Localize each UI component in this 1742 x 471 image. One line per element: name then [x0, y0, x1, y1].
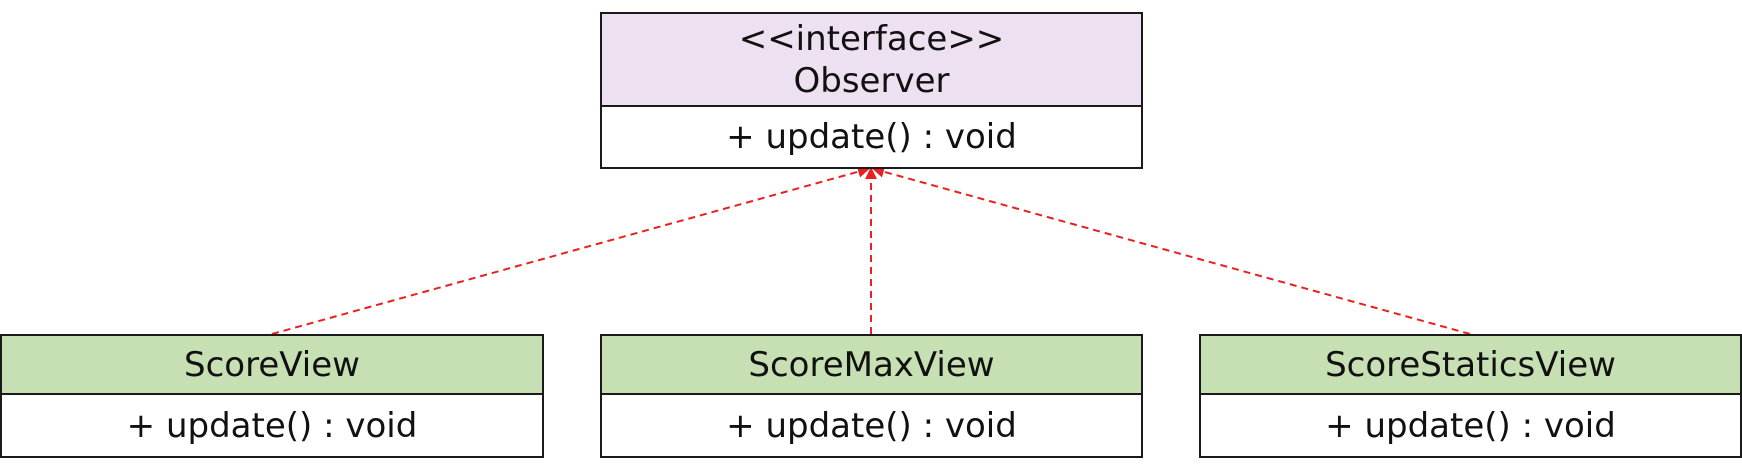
realization-line-scoreview [271, 165, 870, 335]
realization-line-scorestaticsview [872, 165, 1471, 335]
scoreview-methods: + update() : void [2, 395, 542, 456]
scoremaxview-class-box[interactable]: ScoreMaxView + update() : void [600, 334, 1143, 458]
scorestaticsview-header: ScoreStaticsView [1201, 336, 1740, 395]
scorestaticsview-methods: + update() : void [1201, 395, 1740, 456]
observer-methods: + update() : void [602, 107, 1141, 167]
class-method: + update() : void [126, 405, 418, 446]
class-method: + update() : void [726, 405, 1017, 446]
interface-name: Observer [793, 60, 950, 101]
scoreview-header: ScoreView [2, 336, 542, 395]
scorestaticsview-class-box[interactable]: ScoreStaticsView + update() : void [1199, 334, 1742, 458]
class-method: + update() : void [1325, 405, 1616, 446]
scoremaxview-methods: + update() : void [602, 395, 1141, 456]
class-name: ScoreMaxView [748, 344, 995, 385]
scoreview-class-box[interactable]: ScoreView + update() : void [0, 334, 544, 458]
observer-header: <<interface>> Observer [602, 14, 1141, 107]
scoremaxview-header: ScoreMaxView [602, 336, 1141, 395]
class-name: ScoreView [184, 344, 360, 385]
interface-method: + update() : void [726, 117, 1017, 157]
observer-interface-box[interactable]: <<interface>> Observer + update() : void [600, 12, 1143, 169]
interface-stereotype: <<interface>> [738, 18, 1005, 59]
class-name: ScoreStaticsView [1325, 344, 1616, 385]
